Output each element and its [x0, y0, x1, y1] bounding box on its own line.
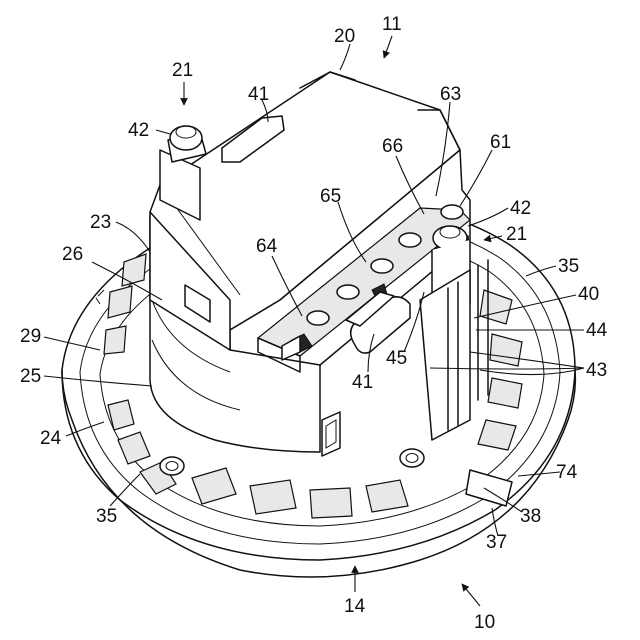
label-64: 64 [256, 236, 278, 257]
label-26: 26 [62, 244, 83, 265]
label-63: 63 [440, 84, 461, 105]
label-66: 66 [382, 136, 403, 157]
label-20: 20 [334, 26, 355, 47]
label-41-top: 41 [248, 84, 269, 105]
label-61: 61 [490, 132, 511, 153]
label-25: 25 [20, 366, 41, 387]
label-45: 45 [386, 348, 407, 369]
label-21-right: 21 [506, 224, 527, 245]
label-41-front: 41 [352, 372, 373, 393]
label-37: 37 [486, 532, 507, 553]
label-38: 38 [520, 506, 541, 527]
label-44: 44 [586, 320, 608, 341]
label-11: 11 [382, 14, 402, 35]
label-10: 10 [474, 612, 495, 633]
label-74: 74 [556, 462, 578, 483]
label-35-left: 35 [96, 506, 117, 527]
label-42-left: 42 [128, 120, 149, 141]
label-24: 24 [40, 428, 62, 449]
label-23: 23 [90, 212, 111, 233]
label-42-right: 42 [510, 198, 531, 219]
label-14: 14 [344, 596, 366, 617]
label-40: 40 [578, 284, 599, 305]
label-43: 43 [586, 360, 607, 381]
label-21-left: 21 [172, 60, 193, 81]
label-35-right: 35 [558, 256, 579, 277]
front-tab [322, 412, 340, 456]
label-65: 65 [320, 186, 341, 207]
label-29: 29 [20, 326, 41, 347]
